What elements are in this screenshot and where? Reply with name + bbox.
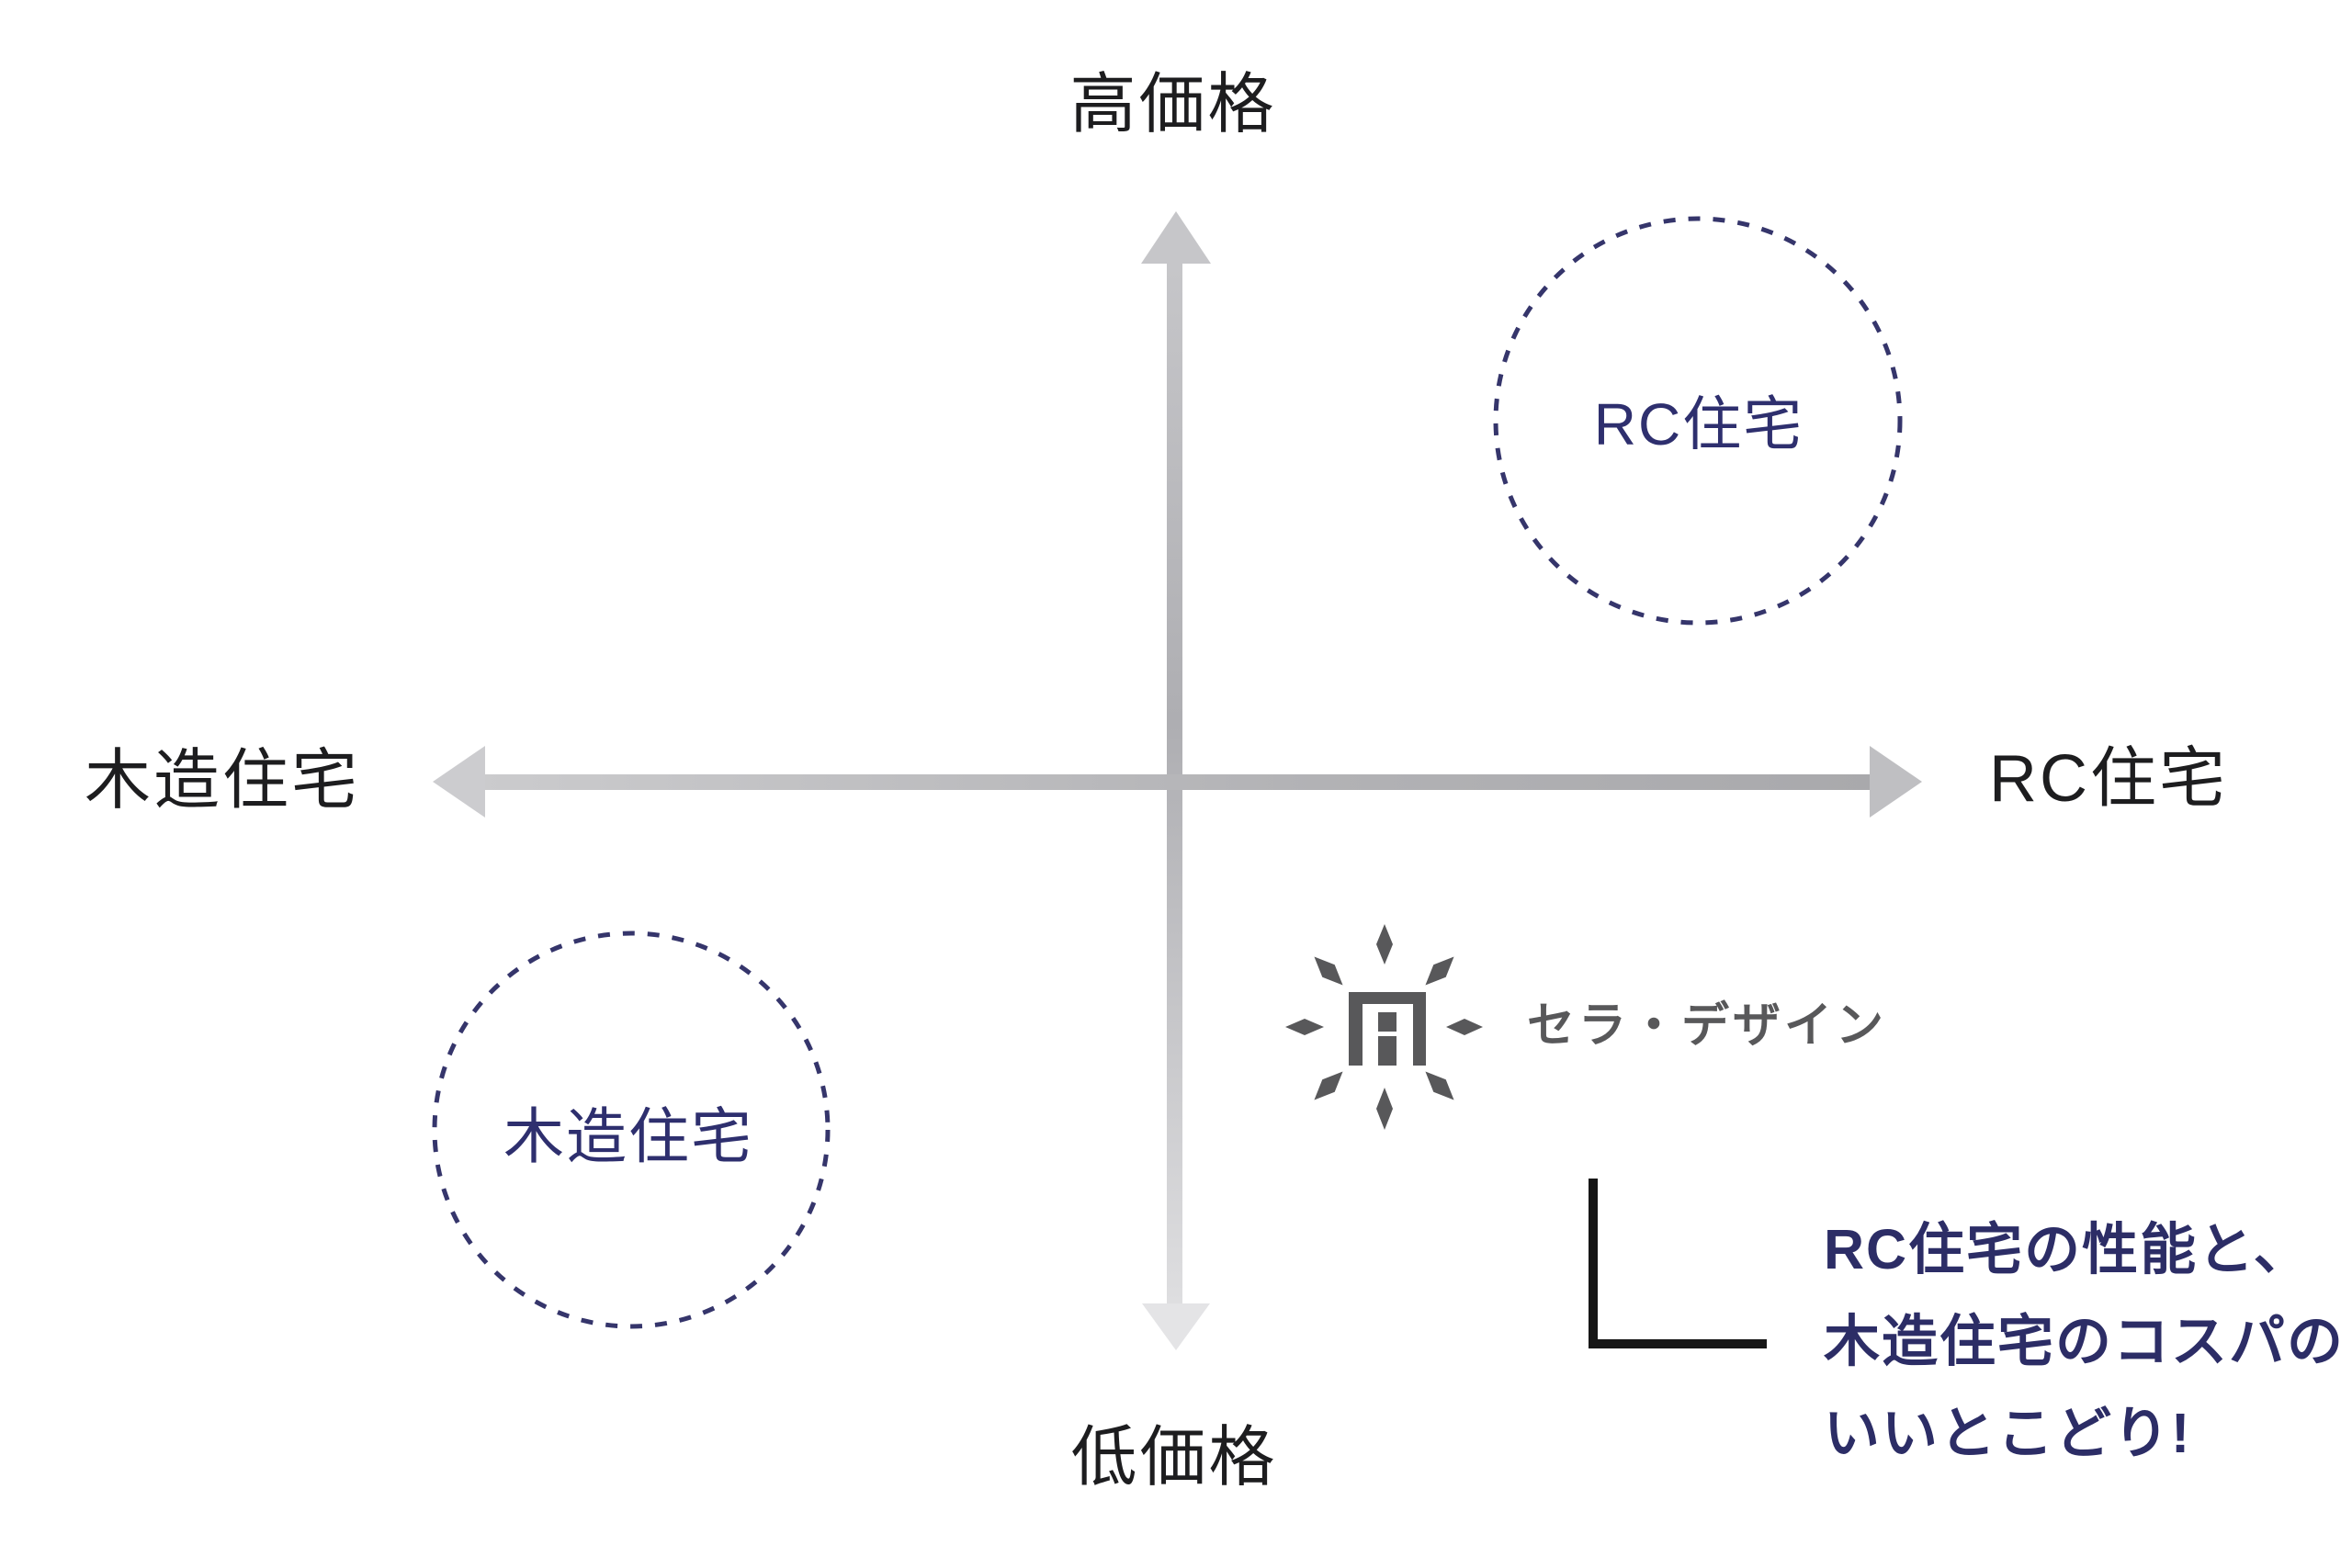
callout-line-2: 木造住宅のコスパの	[1824, 1310, 2346, 1372]
sparkle-rays	[1285, 924, 1483, 1130]
callout-text: RC住宅の性能と、 木造住宅のコスパの いいとこどり!	[1824, 1203, 2345, 1479]
sparkle-gate-logo-icon	[1285, 924, 1483, 1130]
gate-glyph	[1349, 992, 1426, 1066]
horizontal-axis-line	[481, 774, 1872, 790]
axis-label-low-price: 低価格	[1070, 1421, 1278, 1495]
axis-label-wood-house: 木造住宅	[85, 744, 361, 818]
callout-line-3: いいとこどり!	[1824, 1402, 2192, 1464]
wood-quadrant-circle	[432, 931, 831, 1329]
arrow-right-icon	[1870, 746, 1922, 818]
callout-bracket-vertical	[1589, 1179, 1598, 1348]
brand-name: セラ・デザイン	[1527, 999, 1888, 1053]
rc-quadrant-circle	[1493, 216, 1903, 626]
arrow-up-icon	[1141, 211, 1211, 264]
callout-line-1: RC住宅の性能と、	[1824, 1218, 2312, 1280]
gate-inner-block	[1378, 1012, 1396, 1032]
arrow-left-icon	[433, 746, 485, 818]
axis-label-high-price: 高価格	[1069, 68, 1277, 141]
wood-circle-label: 木造住宅	[503, 1102, 753, 1170]
arrow-down-icon	[1142, 1303, 1210, 1350]
callout-bracket-horizontal	[1589, 1339, 1767, 1348]
axis-label-rc-house: RC住宅	[1989, 742, 2228, 816]
rc-circle-label: RC住宅	[1593, 391, 1804, 457]
gate-inner-stem	[1378, 1036, 1396, 1066]
